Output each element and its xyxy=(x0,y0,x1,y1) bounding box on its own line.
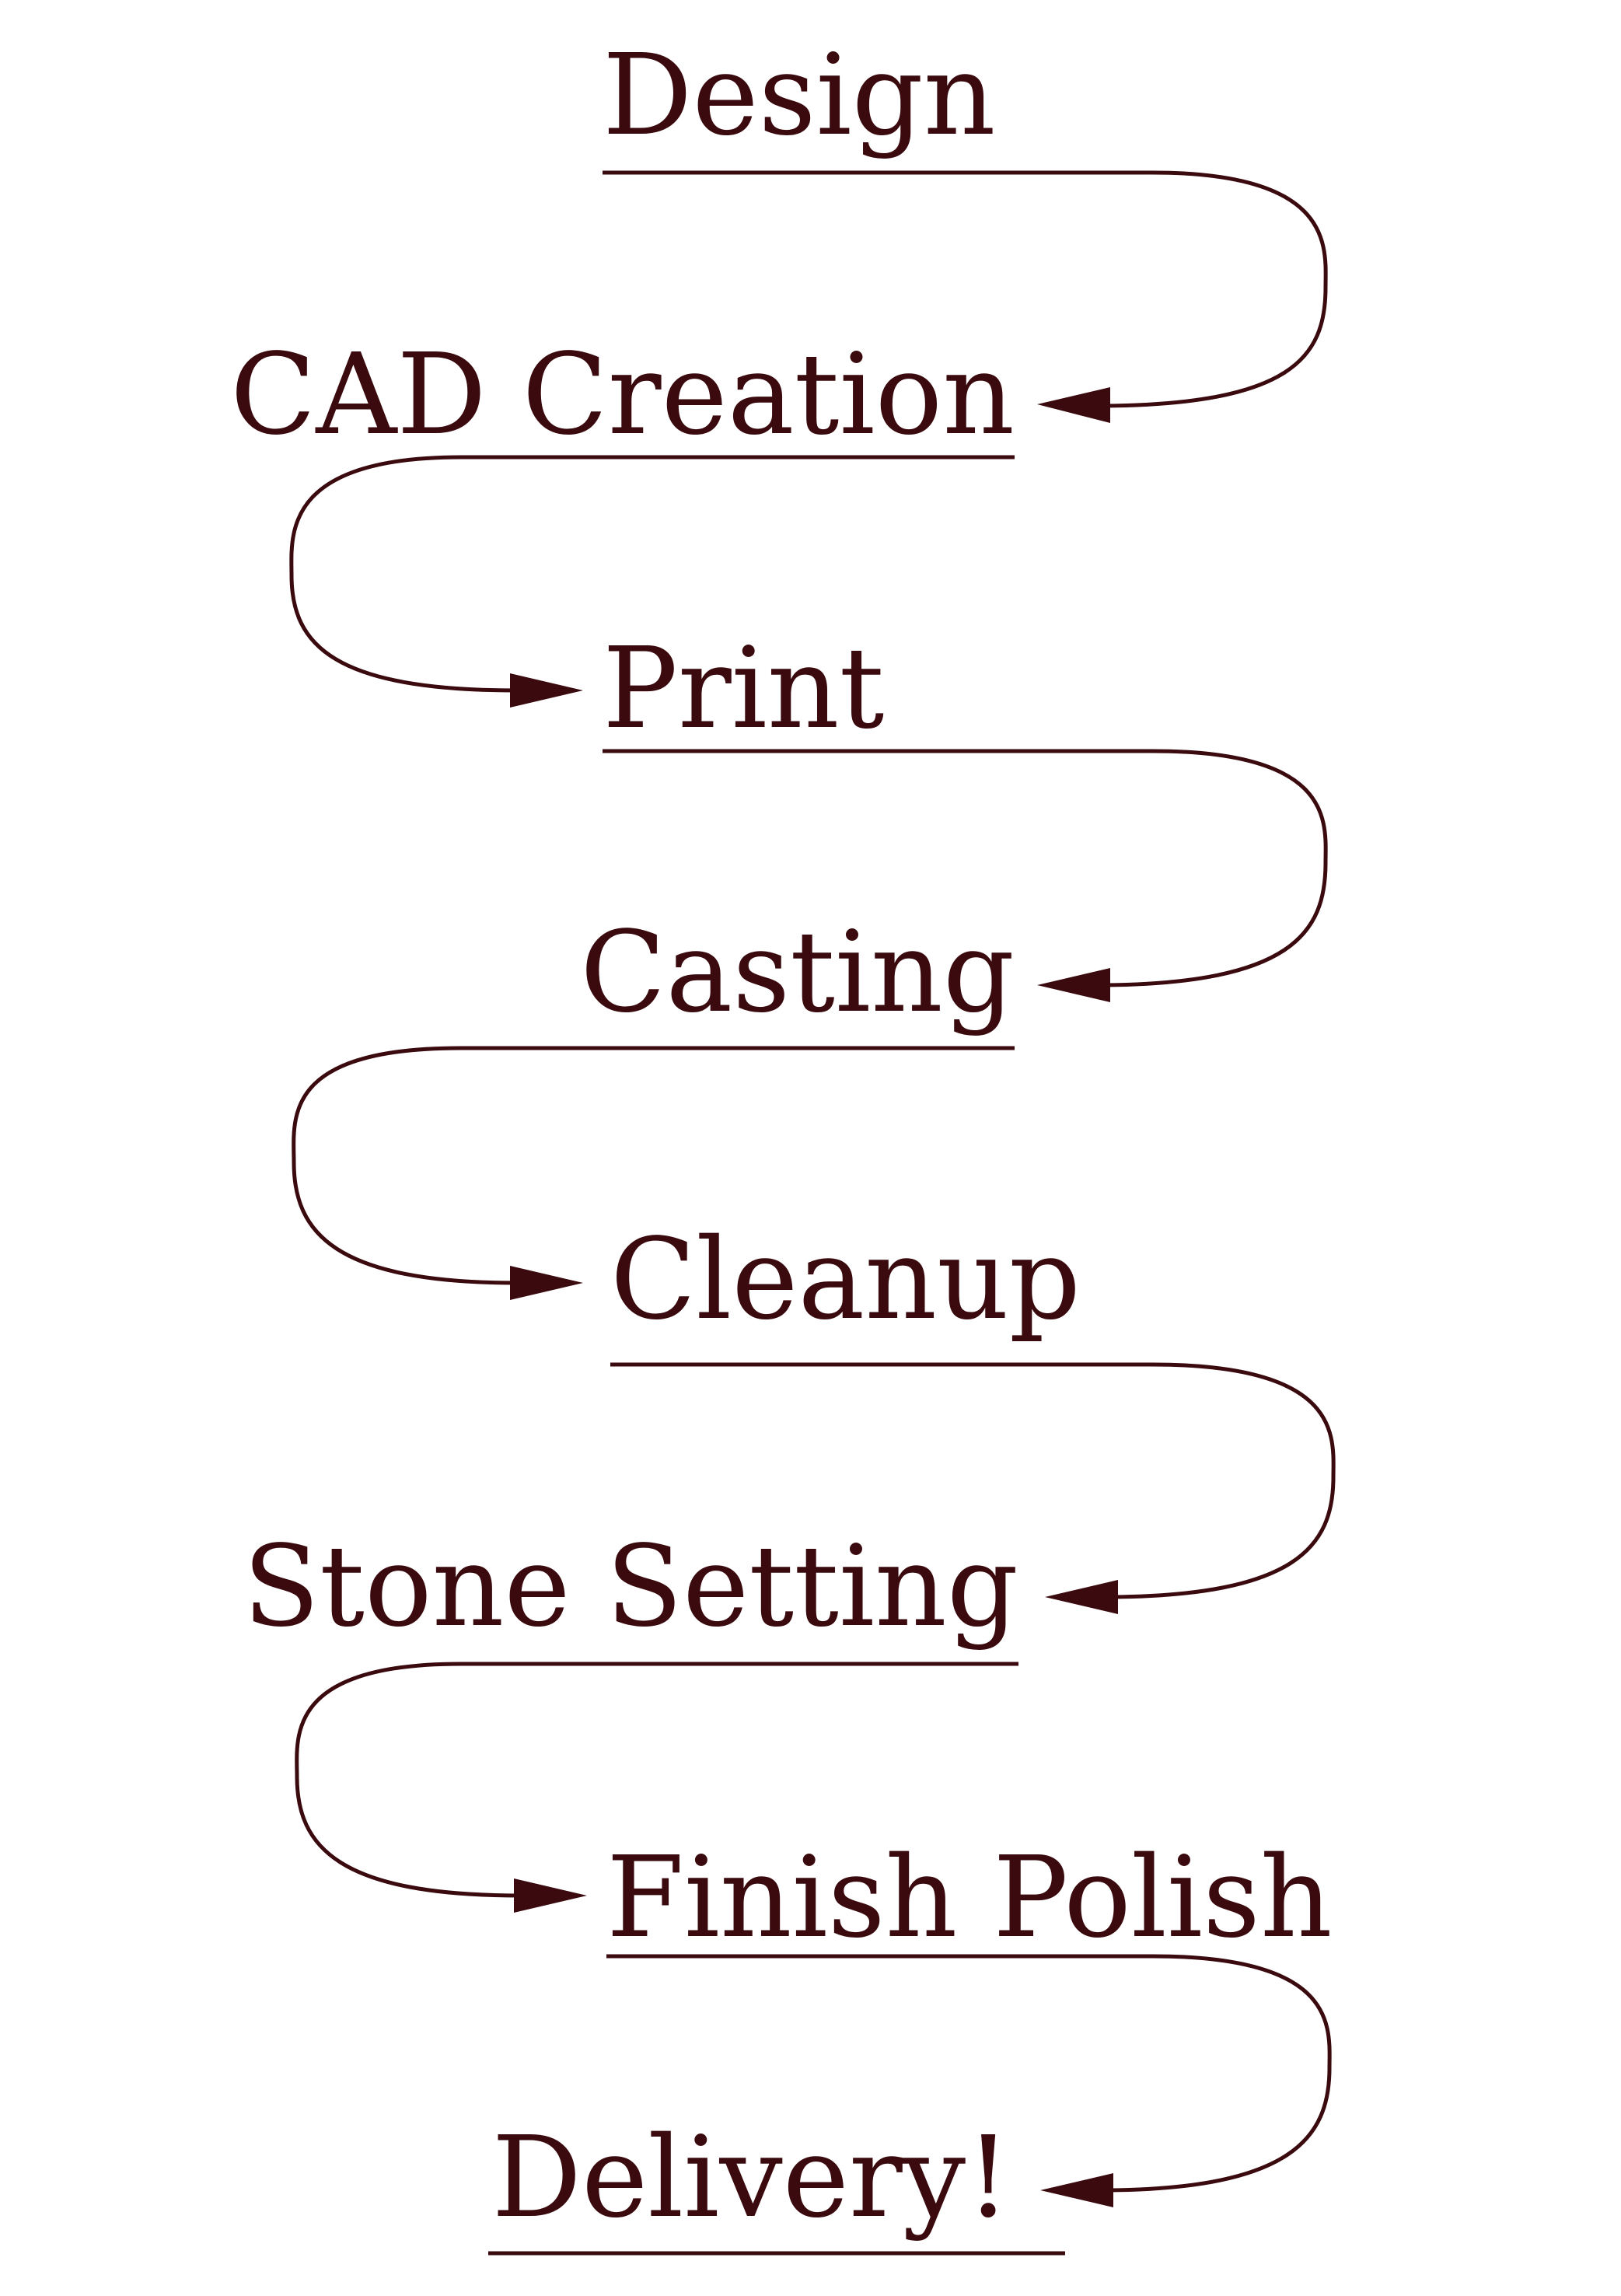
arrowhead-to-stone-setting xyxy=(1045,1580,1118,1614)
step-casting: Casting xyxy=(466,907,1015,1050)
step-print: Print xyxy=(603,623,1147,753)
connector-casting-to-cleanup xyxy=(292,1046,518,1285)
connector-print-to-casting xyxy=(1103,749,1328,987)
step-label-cleanup: Cleanup xyxy=(610,1214,1081,1344)
arrowhead-to-cad-creation xyxy=(1037,387,1110,423)
step-design: Design xyxy=(603,30,1147,175)
step-cad-creation: CAD Creation xyxy=(230,329,1015,460)
step-label-stone-setting: Stone Setting xyxy=(243,1521,1018,1651)
step-stone-setting: Stone Setting xyxy=(243,1521,1018,1666)
step-label-delivery: Delivery! xyxy=(492,2112,1011,2242)
arrowhead-to-print xyxy=(510,673,583,708)
connector-cleanup-to-stone-setting xyxy=(1111,1362,1336,1599)
arrowhead-to-finish-polish xyxy=(514,1878,587,1913)
step-cleanup: Cleanup xyxy=(610,1214,1147,1367)
connector-stone-setting-to-finish-polish xyxy=(295,1662,522,1898)
connector-design-to-cad-creation xyxy=(1103,170,1328,408)
step-label-cad-creation: CAD Creation xyxy=(230,329,1015,460)
step-label-finish-polish: Finish Polish xyxy=(606,1832,1333,1962)
step-label-design: Design xyxy=(603,30,996,160)
step-label-print: Print xyxy=(603,623,884,753)
connector-finish-polish-to-delivery xyxy=(1107,1954,1332,2193)
arrowhead-to-delivery xyxy=(1040,2173,1113,2207)
step-label-casting: Casting xyxy=(580,907,1015,1037)
connector-cad-creation-to-print xyxy=(289,455,518,693)
step-delivery: Delivery! xyxy=(488,2112,1065,2256)
step-finish-polish: Finish Polish xyxy=(606,1832,1333,1962)
arrowhead-to-cleanup xyxy=(510,1266,583,1300)
arrowhead-to-casting xyxy=(1037,968,1110,1002)
